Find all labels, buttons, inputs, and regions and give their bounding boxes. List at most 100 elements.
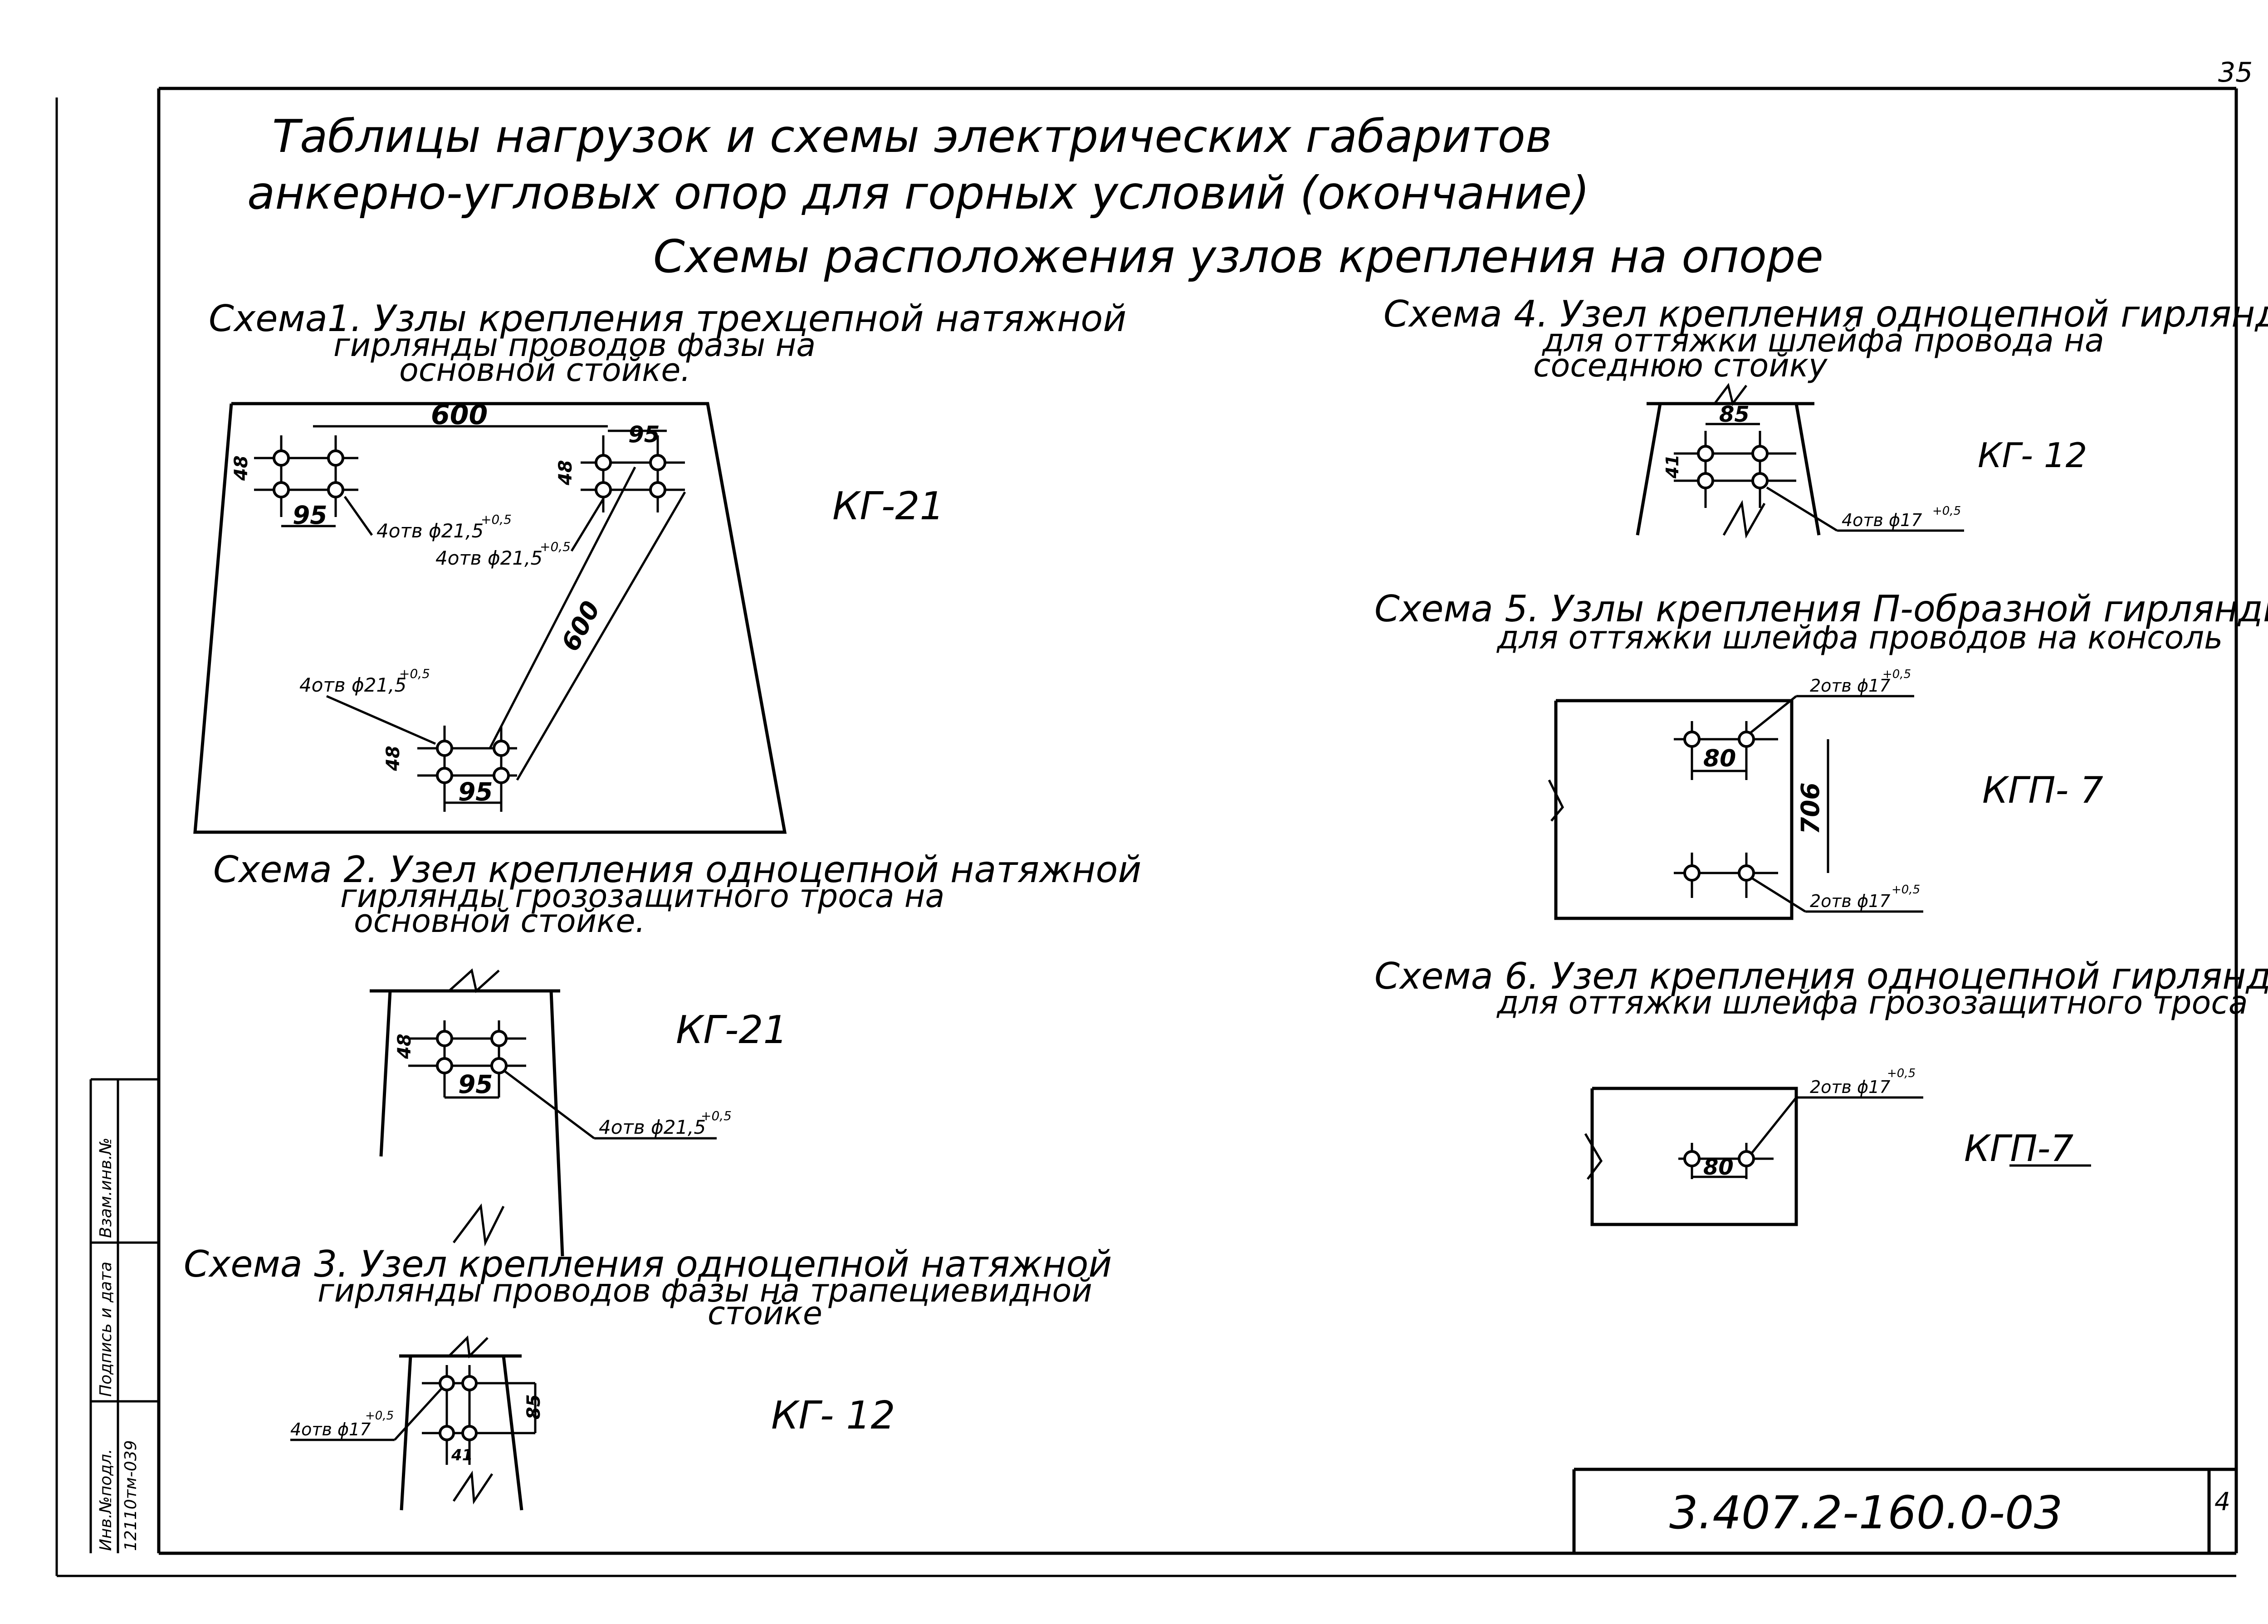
scheme-1-caption-l2: гирлянды проводов фазы на	[333, 327, 816, 364]
scheme-6-caption-l1: Схема 6. Узел крепления одноцепной гирля…	[1374, 955, 2268, 997]
bolt-hole	[595, 454, 612, 471]
dim-95-b: 95	[628, 421, 660, 448]
bolt-hole	[436, 767, 453, 784]
scheme-5-caption-l1: Схема 5. Узлы крепления П-образной гирля…	[1374, 588, 2268, 630]
scheme-2-code: КГ-21	[676, 1008, 788, 1053]
scheme-5-hole-label-bottom: 2отв ϕ17	[1810, 891, 1890, 911]
side-sign-label: Подпись и дата	[97, 1262, 115, 1397]
dim-95-a: 95	[293, 501, 327, 530]
tolerance: +0,5	[365, 1409, 394, 1423]
bolt-hole	[649, 481, 666, 498]
bolt-hole	[493, 740, 510, 757]
scheme-4-dim-41: 41	[1662, 454, 1682, 479]
bolt-hole	[490, 1057, 508, 1074]
bolt-hole	[436, 1030, 453, 1047]
scheme-1: Схема1. Узлы крепления трехцепной натяжн…	[193, 297, 1126, 834]
scheme-5-dim-706: 706	[1796, 782, 1825, 834]
break-mark	[1722, 500, 1766, 539]
bolt-hole	[327, 481, 344, 498]
break-mark	[448, 1335, 489, 1359]
scheme-3-hole-label: 4отв ϕ17	[290, 1419, 371, 1439]
scheme-1-code: КГ-21	[832, 484, 944, 529]
bolt-hole	[436, 740, 453, 757]
scheme-5-dim-80: 80	[1703, 745, 1736, 772]
scheme-3-dim-41: 41	[451, 1446, 473, 1464]
scheme-3: Схема 3. Узел крепления одноцепной натяж…	[184, 1243, 1112, 1511]
stamp-sheet-number: 4	[2214, 1487, 2230, 1516]
scheme-6-plate	[1590, 1087, 1798, 1226]
sheet-title-line2: анкерно-угловых опор для горных условий …	[247, 166, 1589, 219]
bolt-hole	[273, 481, 290, 498]
scheme-2-dim-48: 48	[394, 1034, 415, 1059]
break-mark	[1584, 1133, 1603, 1180]
tolerance: +0,5	[1887, 1067, 1916, 1080]
scheme-1-hole-group-c: 95 48	[383, 726, 517, 812]
tolerance: +0,5	[1882, 668, 1911, 681]
scheme-2-caption-l2: гирлянды грозозащитного троса на	[340, 878, 944, 915]
bolt-hole	[649, 454, 666, 471]
scheme-3-caption-l2: гирлянды проводов фазы на трапециевидной	[318, 1272, 1092, 1309]
tolerance: +0,5	[399, 666, 430, 681]
scheme-1-hole-label-b: 4отв ϕ21,5	[435, 547, 543, 569]
scheme-3-dim-85: 85	[523, 1394, 544, 1419]
scheme-4-caption-l3: соседнюю стойку	[1533, 347, 1828, 384]
scheme-3-caption-l1: Схема 3. Узел крепления одноцепной натяж…	[184, 1243, 1112, 1285]
bolt-hole	[493, 767, 510, 784]
page-number: 35	[2218, 57, 2253, 88]
scheme-3-code: КГ- 12	[771, 1393, 895, 1438]
sheet-frame	[55, 87, 2238, 1577]
tolerance: +0,5	[1932, 504, 1961, 518]
break-mark	[448, 968, 500, 993]
bolt-hole	[1738, 1150, 1755, 1167]
scheme-1-hole-label-c: 4отв ϕ21,5	[299, 674, 406, 696]
scheme-2: Схема 2. Узел крепления одноцепной натяж…	[213, 849, 1141, 1257]
break-mark	[1714, 383, 1747, 406]
sheet-title-line1: Таблицы нагрузок и схемы электрических г…	[272, 110, 1552, 163]
scheme-1-hole-label-a: 4отв ϕ21,5	[376, 520, 484, 542]
scheme-5-caption-l2: для оттяжки шлейфа проводов на консоль	[1496, 619, 2223, 656]
title-block: 3.407.2-160.0-03 4	[1572, 1468, 2236, 1553]
bolt-hole	[273, 449, 290, 467]
scheme-1-hole-group-a: 95 48	[231, 435, 358, 530]
scheme-2-caption-l1: Схема 2. Узел крепления одноцепной натяж…	[213, 849, 1141, 891]
bolt-hole	[1683, 731, 1701, 748]
sheet-subtitle: Схемы расположения узлов крепления на оп…	[653, 230, 1823, 283]
break-mark	[452, 1470, 494, 1505]
break-mark	[453, 1203, 505, 1247]
tolerance: +0,5	[540, 539, 571, 554]
tolerance: +0,5	[1892, 883, 1920, 897]
side-inv-value: 12110тм-039	[122, 1440, 140, 1551]
scheme-5-hole-label-top: 2отв ϕ17	[1810, 676, 1890, 696]
bolt-hole	[1738, 731, 1755, 748]
bolt-hole	[1683, 1150, 1701, 1167]
bolt-hole	[1683, 864, 1701, 882]
scheme-4-hole-label: 4отв ϕ17	[1842, 510, 1922, 530]
bolt-hole	[439, 1375, 455, 1391]
bolt-hole	[439, 1425, 455, 1441]
scheme-5: Схема 5. Узлы крепления П-образной гирля…	[1374, 588, 2268, 920]
scheme-6: Схема 6. Узел крепления одноцепной гирля…	[1374, 955, 2268, 1226]
dim-48-c: 48	[383, 746, 404, 771]
scheme-5-code: КГП- 7	[1982, 769, 2103, 811]
side-inv-label: Инв.№подл.	[97, 1449, 115, 1551]
scheme-6-caption-l2: для оттяжки шлейфа грозозащитного троса	[1496, 984, 2248, 1021]
scheme-1-caption-l1: Схема1. Узлы крепления трехцепной натяжн…	[209, 297, 1126, 340]
break-mark	[1548, 779, 1564, 822]
bolt-hole	[1697, 472, 1714, 489]
bolt-hole	[461, 1375, 478, 1391]
scheme-1-pole-outline	[193, 402, 787, 834]
scheme-6-hole-label: 2отв ϕ17	[1810, 1077, 1890, 1097]
bolt-hole	[1697, 445, 1714, 462]
scheme-4-caption-l1: Схема 4. Узел крепления одноцепной гирля…	[1383, 293, 2268, 335]
tolerance: +0,5	[701, 1108, 732, 1123]
side-replace-label: Взам.инв.№	[97, 1137, 115, 1238]
scheme-4-code: КГ- 12	[1978, 435, 2087, 475]
bolt-hole	[1751, 472, 1769, 489]
bolt-hole	[1738, 864, 1755, 882]
scheme-4: Схема 4. Узел крепления одноцепной гирля…	[1383, 293, 2268, 539]
side-stamp: Инв.№подл. 12110тм-039 Подпись и дата Вз…	[89, 1078, 159, 1553]
scheme-5-plate	[1554, 699, 1794, 920]
scheme-3-caption-l3: стойке	[708, 1295, 822, 1332]
dim-48-b: 48	[555, 460, 576, 486]
